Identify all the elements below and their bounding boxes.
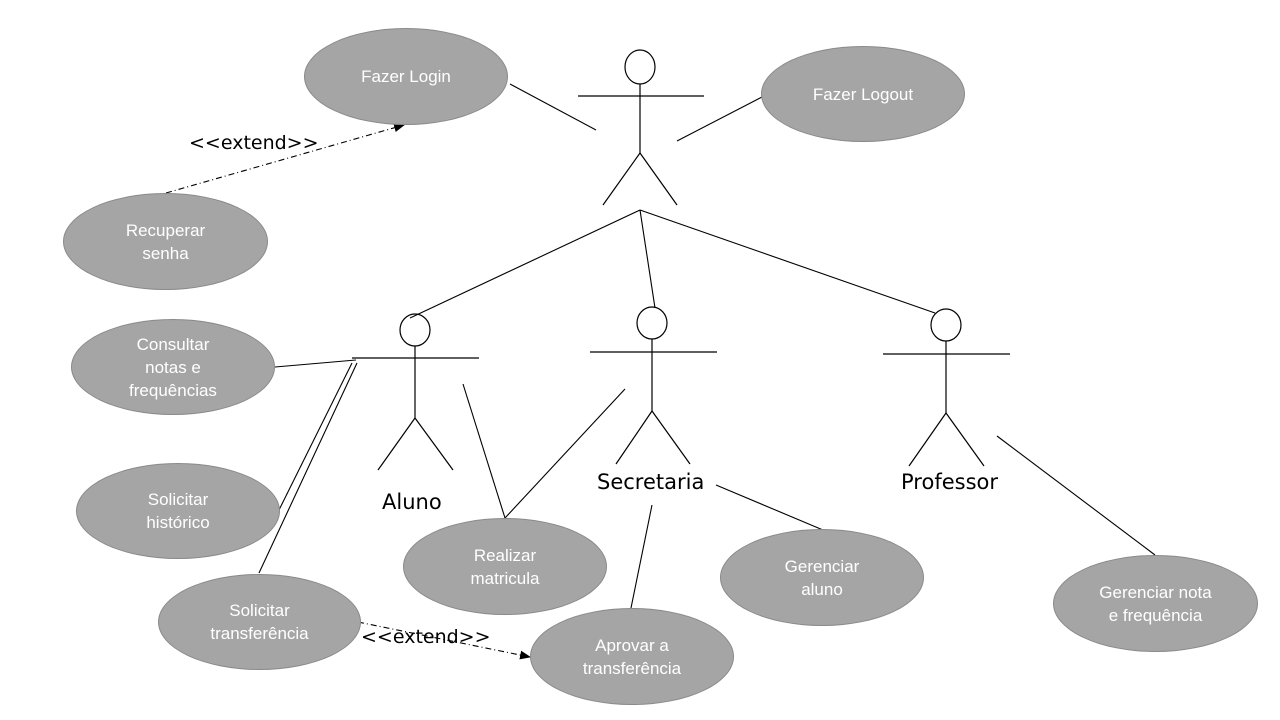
use-case-gerenciar-aluno: Gerenciar aluno: [720, 529, 924, 626]
use-case-solicitar-historico: Solicitar histórico: [76, 463, 280, 559]
use-case-realizar-matricula: Realizar matricula: [403, 518, 607, 615]
actor-label-secretaria: Secretaria: [597, 470, 705, 494]
actor-aluno: [352, 313, 479, 471]
use-case-fazer-login: Fazer Login: [304, 28, 508, 125]
use-case-solicitar-transferencia: Solicitar transferência: [158, 574, 361, 670]
actor-professor: [883, 308, 1010, 467]
use-case-aprovar-transferencia: Aprovar a transferência: [530, 608, 734, 705]
use-case-consultar-notas: Consultar notas e frequências: [71, 319, 275, 415]
actor-secretaria: [590, 306, 717, 465]
generalization-lines: [409, 209, 936, 319]
extend-arrows: [165, 123, 532, 660]
extend-label-bottom: <<extend>>: [361, 626, 491, 648]
actor-label-professor: Professor: [901, 470, 998, 494]
actor-generic: [578, 49, 704, 206]
use-case-fazer-logout: Fazer Logout: [761, 46, 965, 142]
extend-label-top: <<extend>>: [189, 132, 319, 154]
use-case-recuperar-senha: Recuperar senha: [63, 193, 268, 290]
actor-label-aluno: Aluno: [382, 490, 442, 514]
association-lines: [258, 83, 1156, 609]
use-case-gerenciar-nota: Gerenciar nota e frequência: [1053, 555, 1258, 652]
